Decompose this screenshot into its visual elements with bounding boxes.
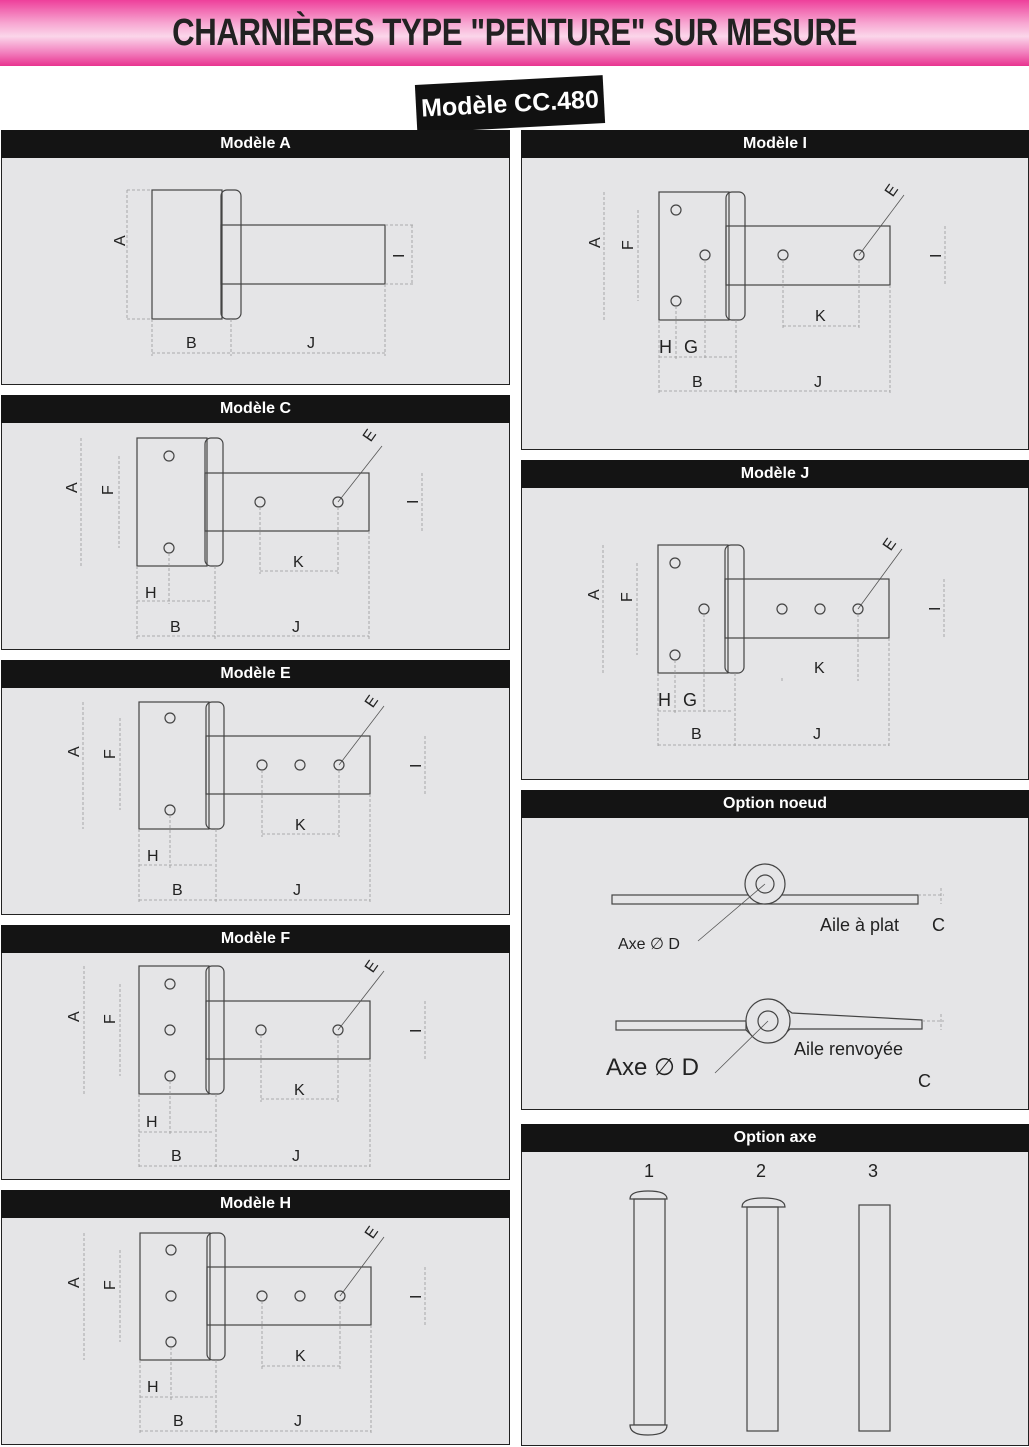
hinge-drawing-h: A F E I K H B J: [66, 1224, 426, 1434]
dim-label-k: K: [814, 660, 825, 677]
model-label: Modèle CC.480: [420, 84, 600, 123]
dim-label-h: H: [658, 690, 671, 710]
dim-label-i: I: [928, 254, 945, 258]
dim-label-a: A: [66, 1011, 83, 1022]
panel-header: Modèle F: [1, 925, 510, 953]
dim-label-i: I: [408, 1295, 425, 1299]
dim-label-c: C: [918, 1071, 931, 1091]
panel-header: Modèle H: [1, 1190, 510, 1218]
hinge-drawing-a: A I B J: [112, 189, 414, 356]
knuckle-drawing: Aile à plat C Axe ∅ D Aile renvoyée C Ax…: [606, 863, 945, 1091]
panel-modele-i: Modèle I A F E I K H G B J: [521, 130, 1029, 450]
panel-modele-j: Modèle J A F E I K H G B J: [521, 460, 1029, 780]
dim-label-k: K: [815, 308, 826, 325]
panel-option-noeud: Option noeud Aile à plat C Axe ∅ D Aile …: [521, 790, 1029, 1110]
axe-label-return: Axe ∅ D: [606, 1054, 699, 1081]
dim-label-h: H: [146, 1114, 158, 1131]
dim-label-b: B: [173, 1413, 184, 1430]
dim-label-i: I: [927, 607, 944, 611]
panel-modele-f: Modèle F A F E I K H B J: [1, 925, 510, 1180]
panel-header: Modèle J: [521, 460, 1029, 488]
dim-label-h: H: [147, 1379, 159, 1396]
return-wing-label: Aile renvoyée: [794, 1039, 903, 1059]
dim-label-a: A: [66, 746, 83, 757]
dim-label-a: A: [112, 235, 129, 246]
dim-label-j: J: [292, 1148, 300, 1165]
dim-label-b: B: [171, 1148, 182, 1165]
dim-label-k: K: [295, 1348, 306, 1365]
axe-label-flat: Axe ∅ D: [618, 936, 680, 953]
panel-modele-h: Modèle H A F E I K H B J: [1, 1190, 510, 1445]
dim-label-f: F: [102, 749, 119, 759]
dim-label-j: J: [292, 619, 300, 636]
hinge-drawing-j: A F E I K H G B J: [586, 536, 945, 748]
dim-label-f: F: [619, 592, 636, 602]
dim-label-e: E: [880, 536, 900, 554]
dim-label-k: K: [294, 1082, 305, 1099]
dim-label-k: K: [293, 554, 304, 571]
dim-label-h: H: [147, 848, 159, 865]
dim-label-j: J: [814, 374, 822, 391]
dim-label-g: G: [684, 337, 698, 357]
page-title: CHARNIÈRES TYPE "PENTURE" SUR MESURE: [172, 11, 857, 54]
panel-modele-e: Modèle E A F E I K H B J: [1, 660, 510, 915]
panel-modele-c: Modèle C A F E I K H B J: [1, 395, 510, 650]
hinge-drawing-i: A F E I K H G B J: [587, 182, 946, 394]
hinge-drawing-f: A F E I K H B J: [66, 958, 426, 1169]
flat-wing-label: Aile à plat: [820, 915, 899, 935]
axe-option-2: 2: [756, 1161, 766, 1181]
dim-label-e: E: [360, 427, 380, 445]
dim-label-f: F: [100, 485, 117, 495]
panel-modele-a: Modèle A A I B J: [1, 130, 510, 385]
panel-header: Option axe: [521, 1124, 1029, 1152]
title-banner: CHARNIÈRES TYPE "PENTURE" SUR MESURE: [0, 0, 1029, 66]
dim-label-i: I: [391, 254, 408, 258]
dim-label-a: A: [586, 589, 603, 600]
dim-label-f: F: [102, 1280, 119, 1290]
panel-header: Option noeud: [521, 790, 1029, 818]
dim-label-j: J: [813, 726, 821, 743]
dim-label-b: B: [692, 374, 703, 391]
hinge-drawing-e: A F E I K H B J: [66, 693, 426, 903]
dim-label-a: A: [66, 1277, 83, 1288]
axe-option-3: 3: [868, 1161, 878, 1181]
axe-option-1: 1: [644, 1161, 654, 1181]
panel-header: Modèle C: [1, 395, 510, 423]
dim-label-j: J: [294, 1413, 302, 1430]
dim-label-a: A: [64, 482, 81, 493]
dim-label-e: E: [362, 1224, 382, 1242]
dim-label-i: I: [408, 1029, 425, 1033]
dim-label-k: K: [295, 817, 306, 834]
dim-label-f: F: [620, 240, 637, 250]
dim-label-c: C: [932, 915, 945, 935]
dim-label-j: J: [293, 882, 301, 899]
dim-label-e: E: [362, 958, 382, 976]
panel-header: Modèle I: [521, 130, 1029, 158]
dim-label-b: B: [172, 882, 183, 899]
dim-label-h: H: [659, 337, 672, 357]
panel-header: Modèle E: [1, 660, 510, 688]
dim-label-i: I: [405, 500, 422, 504]
dim-label-f: F: [102, 1014, 119, 1024]
model-tag: Modèle CC.480: [414, 75, 606, 133]
dim-label-e: E: [362, 693, 382, 711]
dim-label-j: J: [307, 335, 315, 352]
dim-label-b: B: [170, 619, 181, 636]
dim-label-i: I: [408, 764, 425, 768]
hinge-drawing-c: A F E I K H B J: [64, 427, 423, 639]
dim-label-b: B: [186, 335, 197, 352]
dim-label-h: H: [145, 585, 157, 602]
axis-drawing: 1 2 3: [629, 1161, 891, 1436]
dim-label-g: G: [683, 690, 697, 710]
dim-label-a: A: [587, 237, 604, 248]
panel-header: Modèle A: [1, 130, 510, 158]
dim-label-e: E: [882, 182, 902, 200]
dim-label-b: B: [691, 726, 702, 743]
panel-option-axe: Option axe 1 2 3: [521, 1124, 1029, 1446]
